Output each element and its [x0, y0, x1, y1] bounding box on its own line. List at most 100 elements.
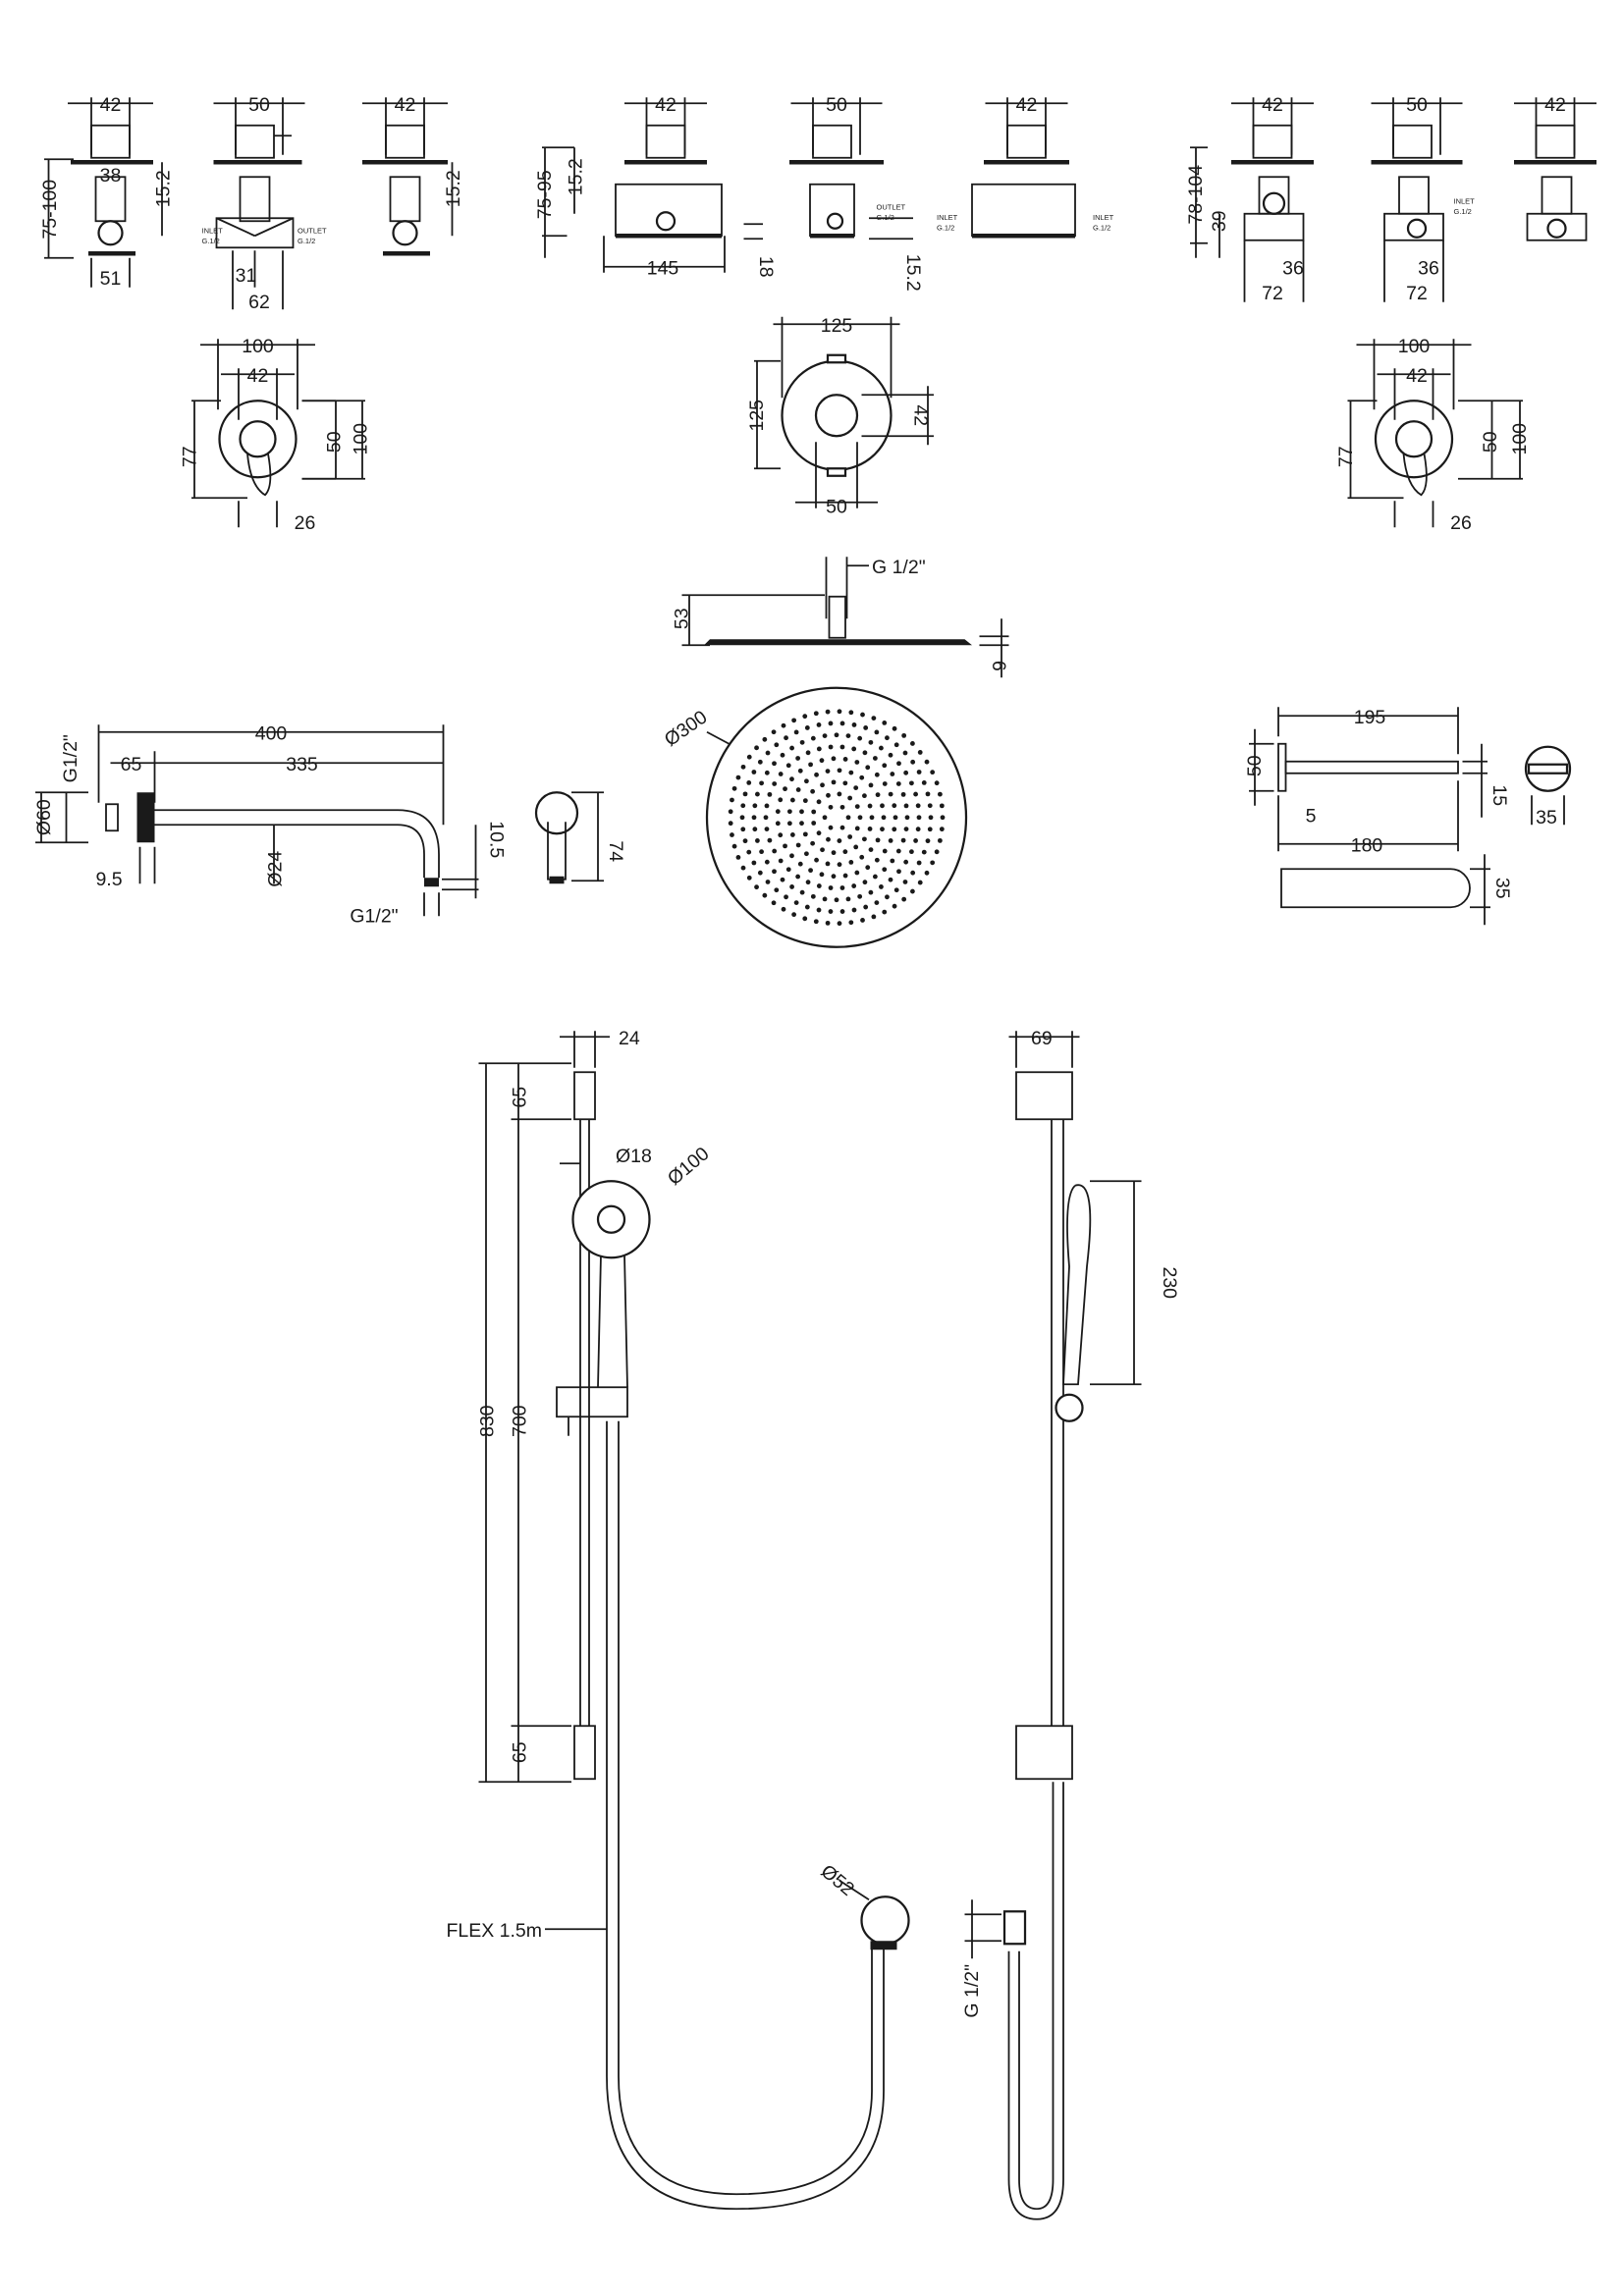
- nozzle: [847, 834, 853, 839]
- dim-knob: 42: [1406, 365, 1428, 387]
- nozzle: [810, 893, 816, 899]
- nozzle: [853, 785, 859, 791]
- nozzle: [795, 842, 801, 848]
- nozzle: [930, 860, 936, 866]
- nozzle: [763, 815, 769, 821]
- nozzle: [902, 750, 908, 756]
- nozzle: [865, 865, 871, 871]
- nozzle: [802, 714, 808, 720]
- dim-reach: 180: [1351, 834, 1383, 856]
- nozzle: [735, 854, 741, 860]
- nozzle: [731, 785, 737, 791]
- nozzle: [831, 779, 837, 785]
- nozzle: [799, 821, 804, 827]
- dim-width: 42: [395, 94, 416, 116]
- nozzle: [890, 772, 895, 776]
- nozzle: [882, 781, 888, 786]
- nozzle: [762, 736, 768, 742]
- nozzle: [810, 840, 816, 846]
- nozzle: [771, 729, 777, 735]
- nozzle: [916, 860, 922, 866]
- nozzle: [903, 827, 909, 832]
- nozzle: [819, 872, 825, 878]
- nozzle: [916, 770, 922, 774]
- nozzle: [839, 744, 845, 750]
- nozzle: [775, 809, 781, 815]
- nozzle: [820, 782, 825, 788]
- dim-lever: 26: [1450, 512, 1472, 534]
- nozzle: [757, 870, 763, 876]
- dim-width: 125: [821, 315, 853, 337]
- outlet-size: G.1/2: [877, 213, 894, 222]
- nozzle: [816, 799, 822, 805]
- nozzle: [924, 759, 930, 765]
- nozzle: [791, 912, 797, 918]
- nozzle: [795, 787, 801, 792]
- nozzle: [867, 803, 873, 809]
- nozzle: [831, 850, 837, 856]
- nozzle: [880, 803, 885, 809]
- nozzle: [915, 803, 921, 809]
- nozzle: [839, 885, 845, 890]
- valve-group-3: 42 50 42 78-104 39 36 72 36 72 INLET G.1…: [1185, 94, 1596, 304]
- nozzle: [895, 848, 901, 854]
- nozzle: [937, 837, 943, 843]
- nozzle: [728, 809, 733, 815]
- nozzle: [868, 847, 874, 853]
- nozzle: [842, 873, 848, 879]
- nozzle: [752, 803, 758, 809]
- nozzle: [816, 907, 822, 913]
- dim-lever: 26: [295, 512, 316, 534]
- nozzle: [862, 750, 868, 756]
- nozzle: [742, 791, 748, 797]
- dim-height: 77: [180, 446, 201, 467]
- nozzle: [872, 874, 878, 880]
- nozzle: [820, 847, 825, 853]
- nozzle: [804, 778, 809, 784]
- nozzle: [925, 791, 931, 797]
- dim-outer: 100: [242, 336, 274, 357]
- dim-flange-offset: 65: [121, 754, 142, 775]
- outlet-thread: G 1/2": [961, 1964, 983, 2018]
- nozzle: [896, 869, 901, 875]
- nozzle: [868, 782, 874, 788]
- nozzle: [867, 827, 873, 831]
- nozzle: [863, 904, 869, 910]
- nozzle: [854, 870, 860, 876]
- nozzle: [755, 838, 760, 843]
- nozzle: [872, 756, 878, 761]
- nozzle: [828, 825, 834, 830]
- nozzle: [880, 827, 885, 832]
- dim-width: 42: [1016, 94, 1038, 116]
- nozzle: [839, 825, 845, 830]
- slide-rail-side: 69 230 G 1/2": [961, 1028, 1180, 2220]
- nozzle: [859, 854, 865, 860]
- nozzle: [793, 900, 799, 906]
- shower-arm: G1/2" 400 65 335 Ø60 9.5 Ø24 10.5 G1/2": [33, 722, 508, 927]
- dim-bottom-bracket: 65: [510, 1741, 531, 1763]
- dim-knob: 42: [247, 365, 269, 387]
- nozzle: [913, 791, 918, 797]
- nozzle: [781, 722, 786, 728]
- nozzle: [772, 848, 778, 854]
- nozzle: [928, 815, 934, 821]
- nozzle: [786, 809, 792, 815]
- nozzle: [797, 768, 803, 774]
- nozzle: [940, 815, 946, 821]
- outlet-label: OUTLET: [877, 202, 906, 211]
- nozzle: [860, 712, 865, 718]
- dim-end: 35: [1491, 878, 1513, 899]
- nozzle: [851, 883, 857, 888]
- nozzle: [804, 725, 810, 730]
- nozzle: [896, 761, 901, 767]
- nozzle: [879, 745, 884, 751]
- inlet-size: G.1/2: [937, 223, 954, 232]
- nozzle: [825, 920, 831, 926]
- nozzle: [837, 709, 842, 715]
- nozzle: [816, 883, 822, 888]
- nozzle: [789, 745, 794, 751]
- nozzle: [863, 725, 869, 730]
- nozzle: [874, 772, 880, 777]
- nozzle: [783, 843, 787, 849]
- nozzle: [839, 804, 845, 810]
